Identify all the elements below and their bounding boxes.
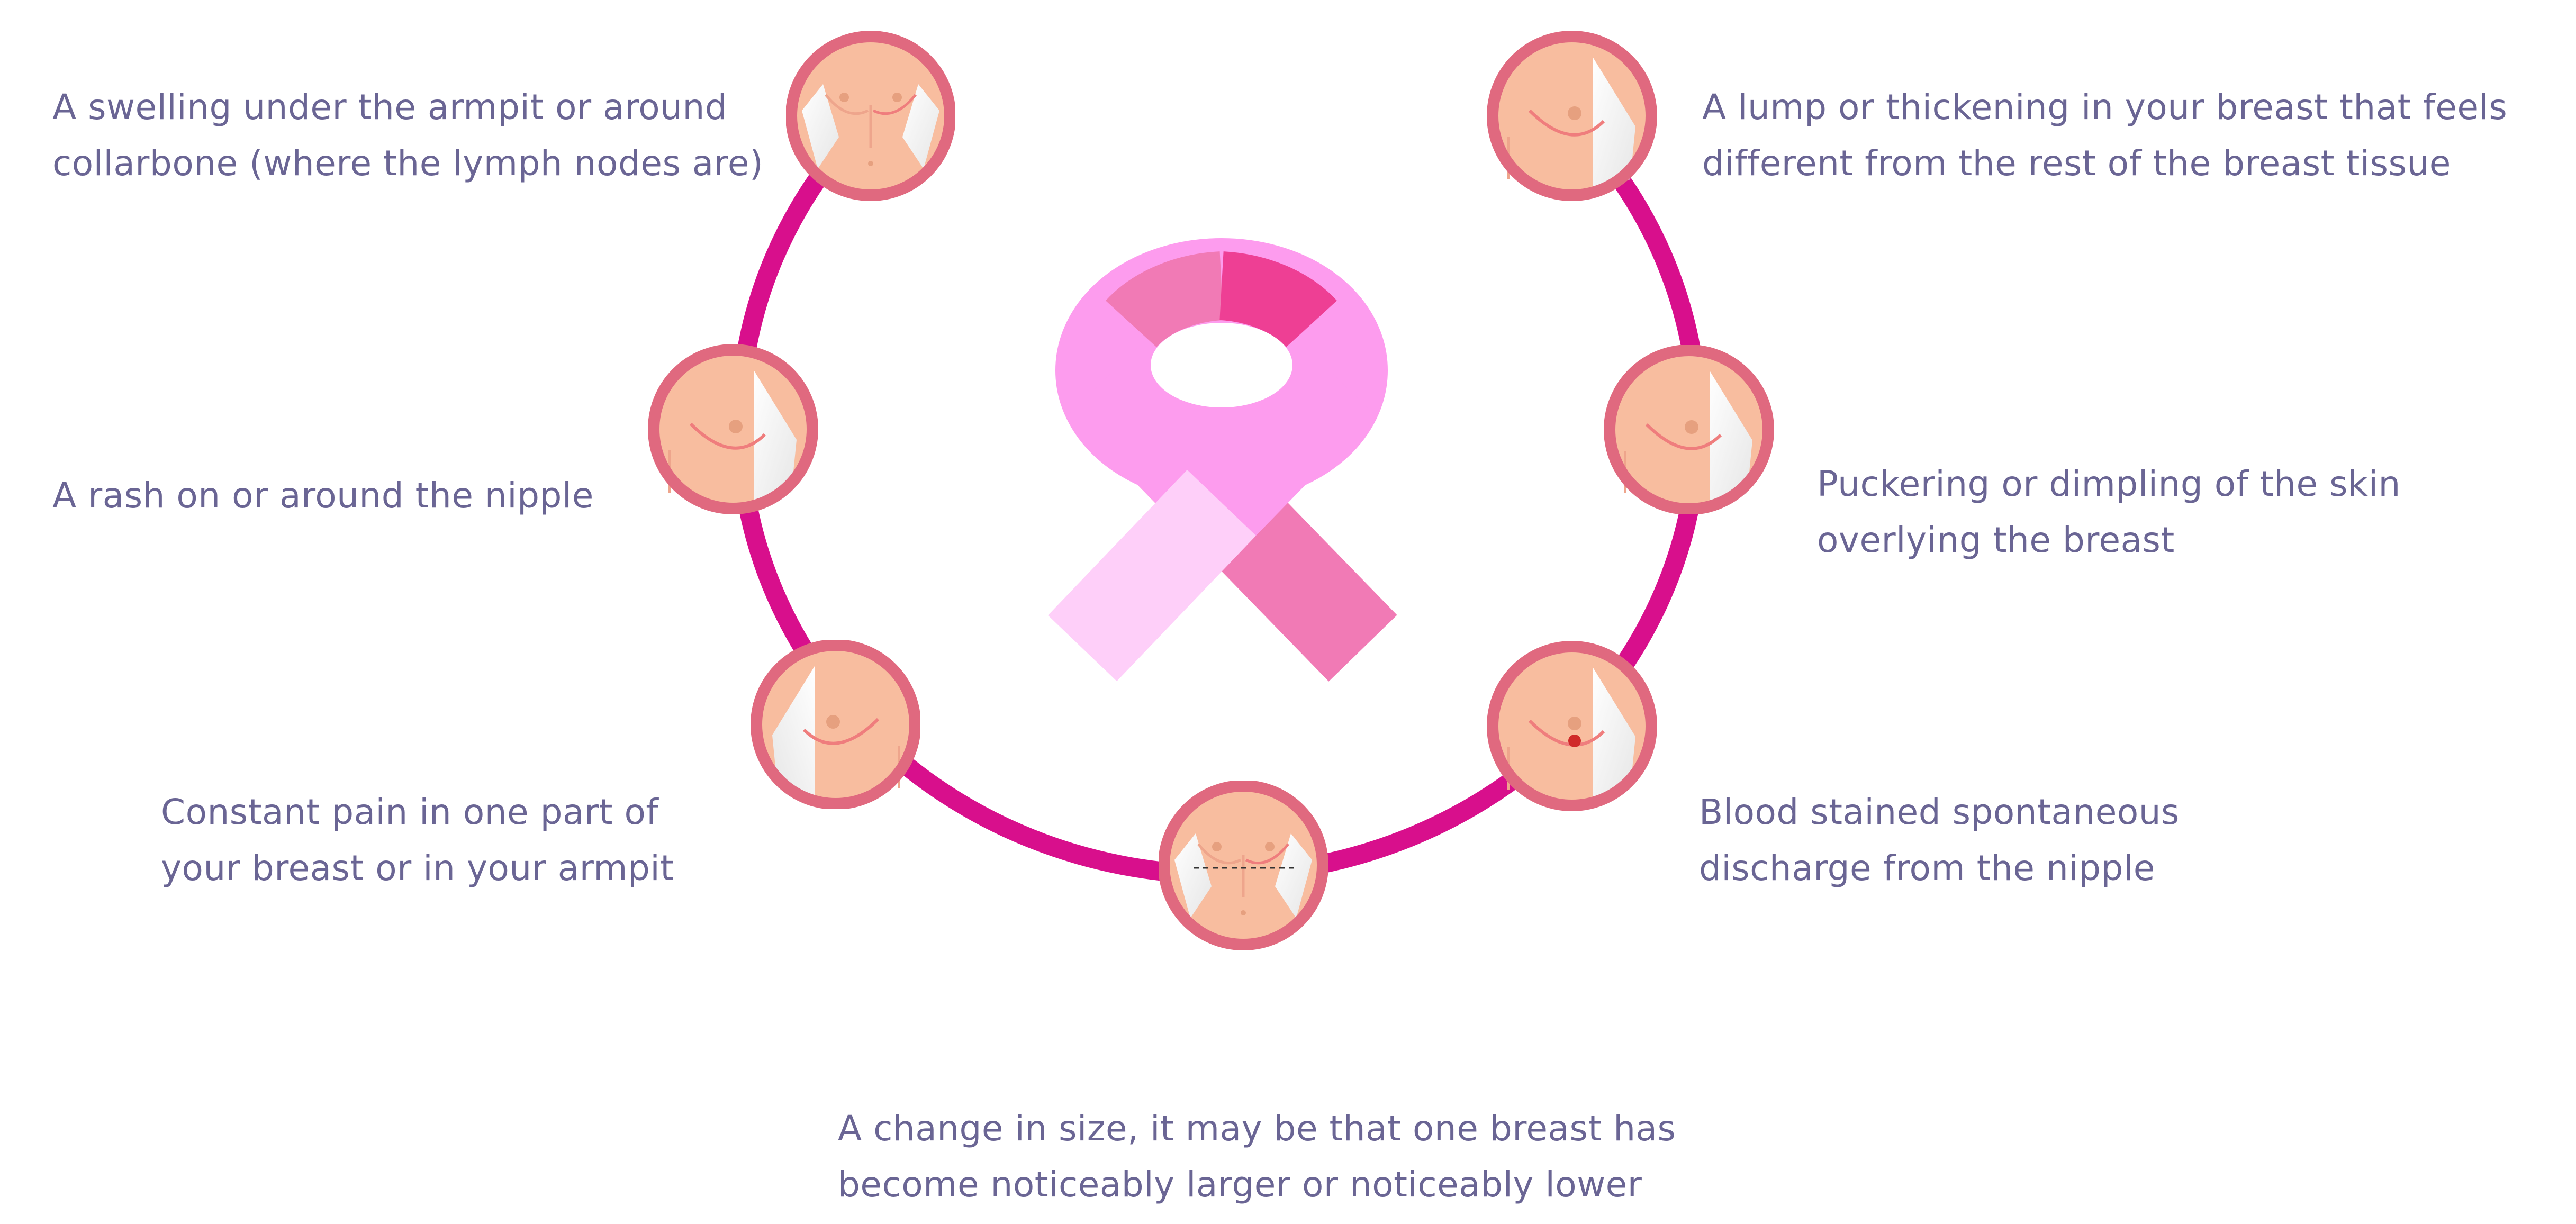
blood-drop-icon: [1568, 735, 1581, 747]
symptom-label-swelling: A swelling under the armpit or around co…: [52, 79, 763, 192]
label-line: A change in size, it may be that one bre…: [838, 1108, 1676, 1149]
symptom-label-rash: A rash on or around the nipple: [52, 468, 594, 524]
label-line: collarbone (where the lymph nodes are): [52, 143, 764, 184]
symptom-label-discharge: Blood stained spontaneous discharge from…: [1699, 784, 2180, 896]
label-line: A rash on or around the nipple: [52, 475, 594, 516]
label-line: A swelling under the armpit or around: [52, 87, 728, 128]
label-line: A lump or thickening in your breast that…: [1702, 87, 2508, 128]
breast-pain-icon: [756, 645, 915, 804]
label-line: overlying the breast: [1817, 520, 2175, 560]
label-line: become noticeably larger or noticeably l…: [838, 1164, 1642, 1205]
symptom-label-pain: Constant pain in one part of your breast…: [161, 784, 674, 896]
label-line: different from the rest of the breast ti…: [1702, 143, 2451, 184]
skin-dimpling-icon: [1610, 350, 1768, 509]
breast-size-change-icon: [1164, 786, 1323, 945]
symptom-label-size: A change in size, it may be that one bre…: [838, 1101, 1676, 1213]
label-line: discharge from the nipple: [1699, 848, 2155, 888]
label-line: your breast or in your armpit: [161, 848, 674, 888]
pink-ribbon-icon: [1047, 238, 1397, 682]
nipple-rash-icon: [654, 350, 812, 509]
armpit-swelling-icon: [791, 37, 950, 195]
label-line: Blood stained spontaneous: [1699, 792, 2180, 832]
symptom-label-lump: A lump or thickening in your breast that…: [1702, 79, 2507, 192]
nipple-discharge-icon: [1493, 647, 1651, 805]
label-line: Constant pain in one part of: [161, 792, 659, 832]
label-line: Puckering or dimpling of the skin: [1817, 464, 2401, 504]
symptom-label-puckering: Puckering or dimpling of the skin overly…: [1817, 456, 2401, 568]
breast-lump-icon: [1493, 37, 1651, 195]
